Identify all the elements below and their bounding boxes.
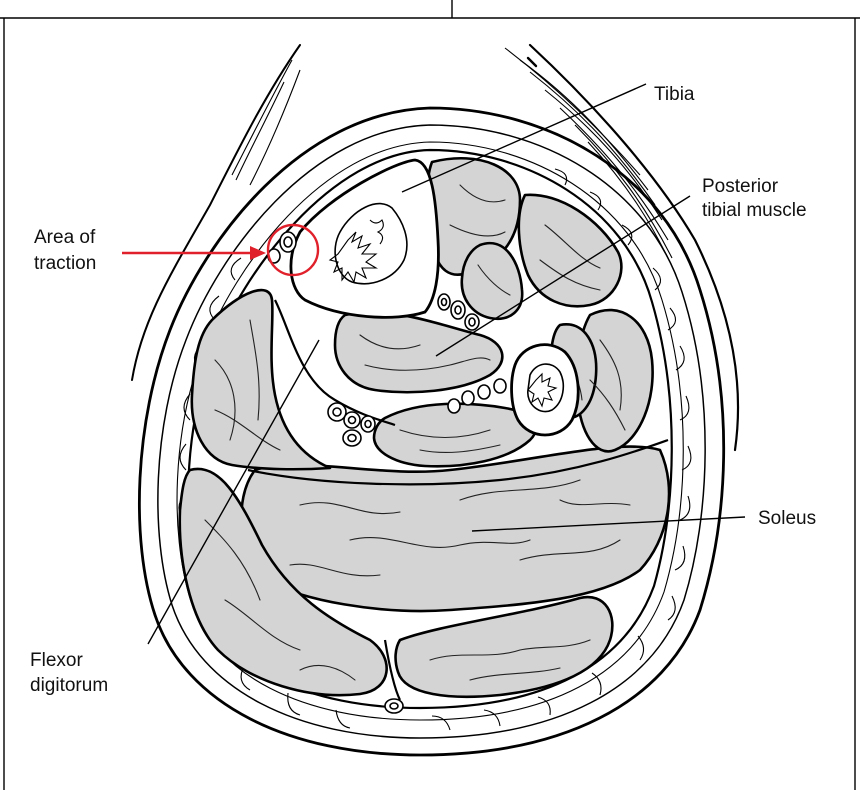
soleus-muscle [241, 447, 669, 611]
soleus-label: Soleus [758, 508, 816, 529]
flexor-digitorum-label: Flexor digitorum [30, 650, 108, 696]
posterior-tibial-muscle-label: Posterior tibial muscle [702, 176, 807, 221]
area-of-traction-label-line2: traction [34, 253, 96, 274]
tibia-label: Tibia [654, 84, 695, 105]
flexor-digitorum-label-line1: Flexor [30, 650, 83, 671]
flexor-digitorum-label-line2: digitorum [30, 675, 108, 696]
posterior-tibial-muscle-label-line2: tibial muscle [702, 200, 807, 221]
posterior-tibial-muscle-label-line1: Posterior [702, 176, 779, 197]
fibula-bone [512, 345, 579, 435]
area-of-traction-label-line1: Area of [34, 227, 96, 248]
area-of-traction-label: Area of traction [34, 227, 101, 274]
